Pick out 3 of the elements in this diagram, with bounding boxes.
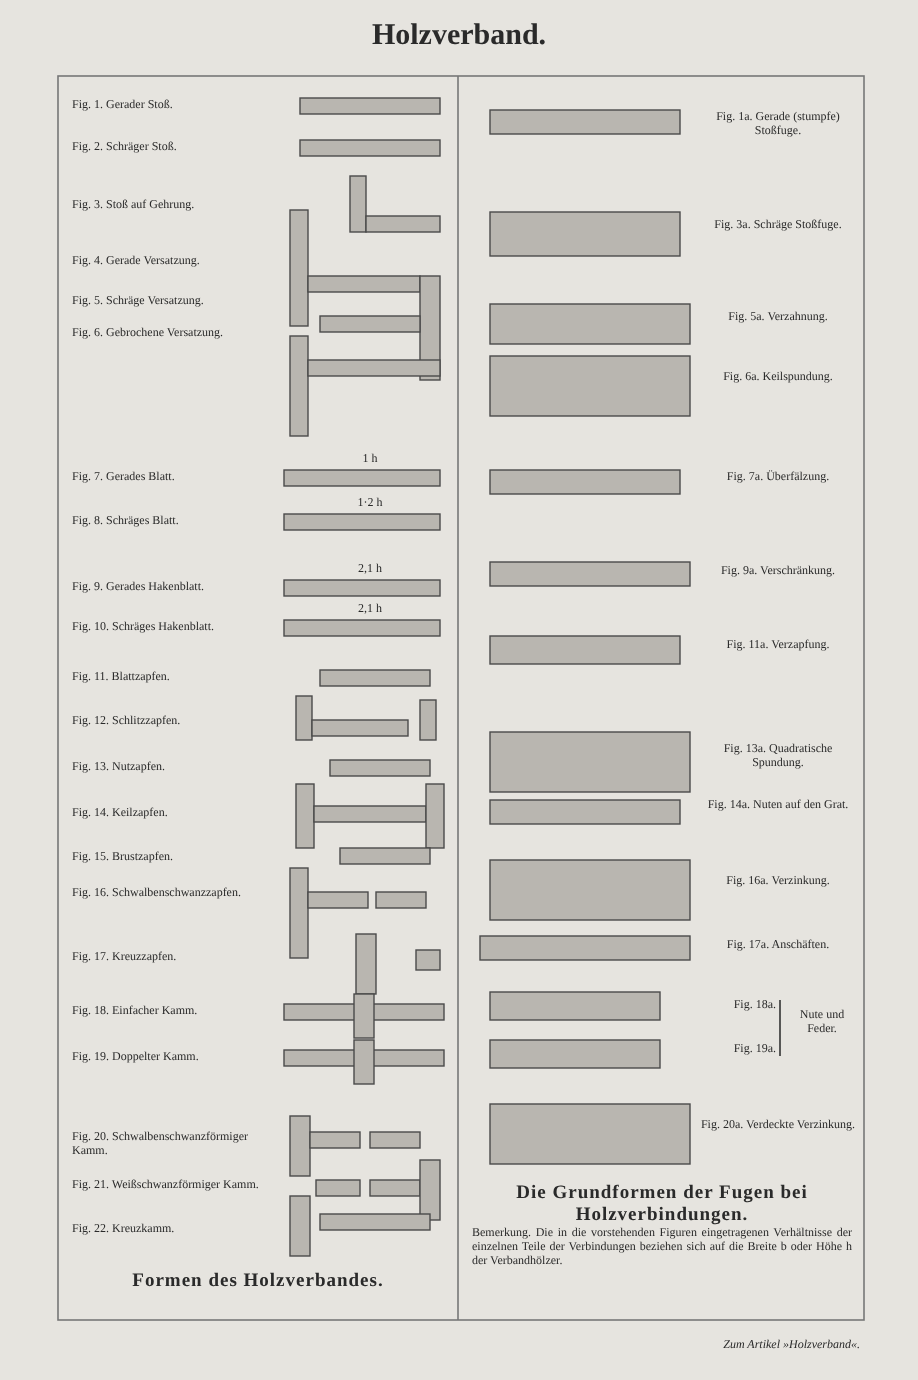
section-heading: Formen des Holzverbandes. [130,1272,386,1294]
section-heading: Die Grundformen der Fugen bei Holzverbindungen. [514,1184,810,1227]
title: Holzverband. [369,20,549,54]
